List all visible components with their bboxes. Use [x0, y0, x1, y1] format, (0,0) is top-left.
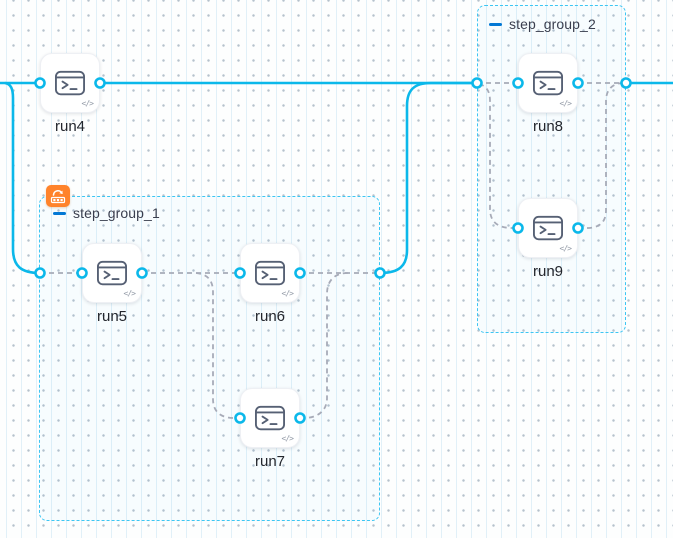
- looping-strategy-icon[interactable]: [46, 185, 70, 207]
- node-run8[interactable]: </>: [518, 53, 578, 113]
- step-group-2-label: step_group_2: [509, 16, 596, 32]
- edge-step-group-1-to-step-group-2: [379, 81, 477, 275]
- node-run5-label: run5: [96, 308, 128, 325]
- terminal-icon: [255, 260, 285, 286]
- node-run4[interactable]: </>: [40, 53, 100, 113]
- node-run9-label: run9: [532, 263, 564, 280]
- node-run8-label: run8: [532, 118, 564, 135]
- terminal-icon: [533, 215, 563, 241]
- collapse-icon[interactable]: [53, 211, 66, 215]
- terminal-icon: [255, 405, 285, 431]
- code-icon: </>: [281, 289, 294, 298]
- step-group-1-box: step_group_1: [39, 196, 380, 521]
- terminal-icon: [97, 260, 127, 286]
- node-run9[interactable]: </>: [518, 198, 578, 258]
- node-run4-label: run4: [54, 118, 86, 135]
- node-run7-label: run7: [254, 453, 286, 470]
- edge-start-to-step-group-1: [4, 81, 41, 275]
- node-run6-label: run6: [254, 308, 286, 325]
- terminal-icon: [533, 70, 563, 96]
- terminal-icon: [55, 70, 85, 96]
- code-icon: </>: [559, 99, 572, 108]
- step-group-2-box: step_group_2: [477, 5, 626, 333]
- node-run5[interactable]: </>: [82, 243, 142, 303]
- node-run6[interactable]: </>: [240, 243, 300, 303]
- step-group-1-label: step_group_1: [73, 205, 160, 221]
- code-icon: </>: [81, 99, 94, 108]
- code-icon: </>: [123, 289, 136, 298]
- node-run7[interactable]: </>: [240, 388, 300, 448]
- collapse-icon[interactable]: [489, 22, 502, 26]
- code-icon: </>: [281, 434, 294, 443]
- code-icon: </>: [559, 244, 572, 253]
